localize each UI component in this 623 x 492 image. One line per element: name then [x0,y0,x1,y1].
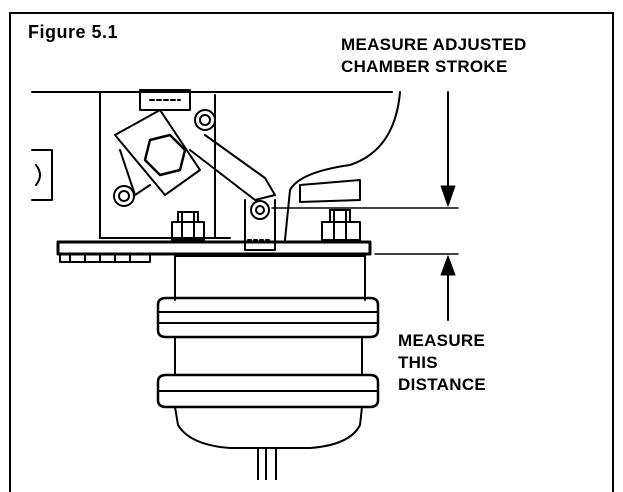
callout-measure-distance-line1: MEASURE [398,331,486,350]
bracket-casting [284,91,401,241]
casting-bolt-left [113,185,135,207]
brake-chamber-drawing [31,89,459,480]
clevis [244,199,276,251]
arrow-down-icon [440,91,456,207]
mounting-bolt-left [171,211,205,241]
slack-adjuster-arm [114,109,276,201]
measurement-lines [271,207,459,255]
callout-measure-distance: MEASURE THIS DISTANCE [398,330,486,396]
mounting-flange [56,240,372,263]
callout-adjusted-stroke-line1: MEASURE ADJUSTED [341,35,527,54]
chamber-stem [257,447,277,480]
brake-chamber-body [156,255,380,449]
callout-adjusted-stroke-line2: CHAMBER STROKE [341,57,508,76]
figure-title: Figure 5.1 [28,22,119,42]
casting-bolt-top-right [194,109,216,131]
callout-measure-distance-line2: THIS [398,353,438,372]
arrow-up-icon [440,255,456,321]
mounting-bolt-right [321,209,361,241]
callout-measure-distance-line3: DISTANCE [398,375,487,394]
callout-adjusted-stroke: MEASURE ADJUSTED CHAMBER STROKE [341,34,527,78]
